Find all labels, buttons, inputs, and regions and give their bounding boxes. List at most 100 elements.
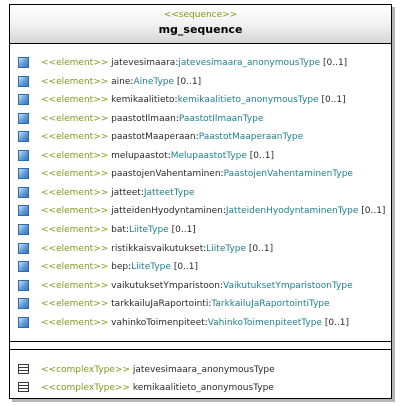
element-icon (18, 149, 29, 161)
element-label: <<element>> tarkkailuJaRaportointi:Tarkk… (41, 299, 330, 310)
element-row[interactable]: <<element>> vahinkoToimenpiteet:VahinkoT… (10, 314, 391, 332)
element-icon (18, 316, 29, 328)
element-label: <<element>> bep:LiiteType [0..1] (41, 262, 199, 273)
element-stereotype: <<element>> (41, 224, 109, 235)
element-stereotype: <<element>> (41, 169, 109, 180)
element-label: <<element>> kemikaalitieto:kemikaalitiet… (41, 95, 346, 106)
element-type: kemikaalitieto_anonymousType (177, 95, 319, 106)
element-name: bat (111, 224, 126, 235)
element-name: vahinkoToimenpiteet (111, 317, 205, 328)
element-icon (18, 131, 29, 143)
element-type: jatevesimaara_anonymousType (178, 58, 321, 68)
element-type: VahinkoToimenpiteetType (207, 317, 322, 328)
element-type: PaastotIlmaanType (178, 113, 264, 124)
element-stereotype: <<element>> (41, 187, 109, 198)
element-icon (18, 168, 29, 180)
element-row[interactable]: <<element>> aine:AineType [0..1] (10, 73, 391, 91)
element-stereotype: <<element>> (41, 76, 109, 87)
element-stereotype: <<element>> (41, 132, 109, 143)
element-multiplicity: [0..1] (248, 243, 274, 254)
element-name: melupaastot (111, 150, 168, 161)
element-icon (18, 279, 29, 291)
element-label: <<element>> jatteidenHyodyntaminen:Jatte… (41, 206, 386, 217)
element-label: <<element>> bat:LiiteType [0..1] (41, 224, 196, 235)
complex-type-name: jatevesimaara_anonymousType (132, 365, 275, 375)
complex-type-stereotype: <<complexType>> (41, 383, 130, 393)
element-list: <<element>> jatevesimaara:jatevesimaara_… (10, 54, 391, 336)
element-type: PaastojenVahentaminenType (223, 169, 353, 180)
element-type: TarkkailuJaRaportointiType (211, 299, 330, 310)
element-name: jatteet (111, 187, 141, 198)
element-icon (18, 94, 29, 106)
element-name: jatevesimaara (111, 58, 176, 68)
element-name: aine (111, 76, 131, 87)
element-row[interactable]: <<element>> jatevesimaara:jatevesimaara_… (10, 54, 391, 72)
element-stereotype: <<element>> (41, 262, 109, 273)
element-label: <<element>> vaikutuksetYmparistoon:Vaiku… (41, 280, 353, 291)
element-icon (18, 112, 29, 124)
box-title: mg_sequence (158, 23, 243, 36)
element-multiplicity: [0..1] (361, 206, 386, 217)
element-multiplicity: [0..1] (324, 317, 350, 328)
element-label: <<element>> jatevesimaara:jatevesimaara_… (41, 58, 348, 68)
element-type: AineType (133, 76, 175, 87)
element-icon (18, 75, 29, 87)
complex-type-icon (18, 364, 29, 374)
element-label: <<element>> paastotMaaperaan:PaastotMaap… (41, 132, 304, 143)
element-label: <<element>> ristikkaisvaikutukset:LiiteT… (41, 243, 274, 254)
element-label: <<element>> vahinkoToimenpiteet:VahinkoT… (41, 317, 350, 328)
element-label: <<element>> melupaastot:MelupaastotType … (41, 150, 274, 161)
element-stereotype: <<element>> (41, 243, 109, 254)
element-row[interactable]: <<element>> bat:LiiteType [0..1] (10, 221, 391, 239)
element-stereotype: <<element>> (41, 113, 109, 124)
complex-type-stereotype: <<complexType>> (41, 365, 130, 375)
element-row[interactable]: <<element>> tarkkailuJaRaportointi:Tarkk… (10, 295, 391, 313)
element-row[interactable]: <<element>> ristikkaisvaikutukset:LiiteT… (10, 240, 391, 258)
element-row[interactable]: <<element>> paastojenVahentaminen:Paasto… (10, 165, 391, 183)
element-row[interactable]: <<element>> melupaastot:MelupaastotType … (10, 147, 391, 165)
element-name: ristikkaisvaikutukset (111, 243, 204, 254)
element-multiplicity: [0..1] (173, 262, 199, 273)
element-row[interactable]: <<element>> bep:LiiteType [0..1] (10, 258, 391, 276)
element-stereotype: <<element>> (41, 317, 109, 328)
element-row[interactable]: <<element>> vaikutuksetYmparistoon:Vaiku… (10, 277, 391, 295)
element-icon (18, 298, 29, 310)
element-label: <<element>> aine:AineType [0..1] (41, 76, 202, 87)
element-icon (18, 205, 29, 217)
element-name: paastotMaaperaan (111, 132, 196, 143)
element-name: kemikaalitieto (111, 95, 175, 106)
element-stereotype: <<element>> (41, 150, 109, 161)
element-name: jatteidenHyodyntaminen (111, 206, 223, 217)
element-type: JatteidenHyodyntaminenType (225, 206, 359, 217)
element-name: paastotIlmaan (111, 113, 176, 124)
element-row[interactable]: <<element>> paastotIlmaan:PaastotIlmaanT… (10, 110, 391, 128)
element-multiplicity: [0..1] (321, 95, 346, 106)
element-row[interactable]: <<element>> jatteet:JatteetType (10, 184, 391, 202)
complex-type-row[interactable]: <<complexType>> kemikaalitieto_anonymous… (10, 379, 391, 397)
box-header: <<sequence>> mg_sequence (10, 5, 391, 44)
element-type: PaastotMaaperaanType (198, 132, 304, 143)
element-row[interactable]: <<element>> kemikaalitieto:kemikaalitiet… (10, 91, 391, 109)
element-icon (18, 223, 29, 235)
section-divider (10, 341, 391, 342)
element-label: <<element>> paastotIlmaan:PaastotIlmaanT… (41, 113, 264, 124)
element-type: VaikutuksetYmparistoonType (223, 280, 353, 291)
element-name: paastojenVahentaminen (111, 169, 221, 180)
element-row[interactable]: <<element>> jatteidenHyodyntaminen:Jatte… (10, 202, 391, 220)
element-icon (18, 261, 29, 273)
element-multiplicity: [0..1] (176, 76, 202, 87)
element-type: LiiteType (128, 224, 169, 235)
element-type: JatteetType (143, 187, 195, 198)
element-label: <<element>> paastojenVahentaminen:Paasto… (41, 169, 353, 180)
element-icon (18, 57, 29, 68)
element-icon (18, 242, 29, 254)
element-type: LiiteType (131, 262, 171, 273)
sequence-box: <<sequence>> mg_sequence <<element>> jat… (9, 4, 392, 399)
element-name: vaikutuksetYmparistoon (111, 280, 220, 291)
element-name: bep (111, 262, 129, 273)
element-stereotype: <<element>> (41, 95, 109, 106)
element-multiplicity: [0..1] (171, 224, 196, 235)
complex-type-row[interactable]: <<complexType>> jatevesimaara_anonymousT… (10, 361, 391, 379)
element-stereotype: <<element>> (41, 58, 109, 68)
element-row[interactable]: <<element>> paastotMaaperaan:PaastotMaap… (10, 128, 391, 146)
